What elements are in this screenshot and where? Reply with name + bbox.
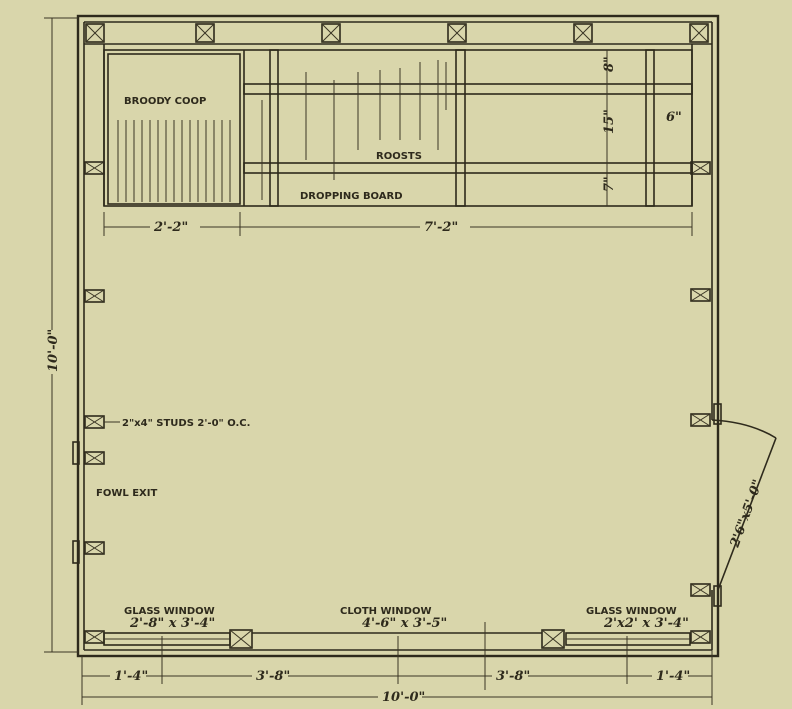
door-size-label: 2'6"x5'-0" xyxy=(727,478,766,551)
stud xyxy=(690,413,711,427)
roosts-label: ROOSTS xyxy=(376,151,422,162)
glass-window-right-size: 2'x2' x 3'-4" xyxy=(603,616,689,631)
stud xyxy=(84,541,105,555)
cloth-window-label: CLOTH WINDOW xyxy=(340,606,431,617)
glass-window-right-label: GLASS WINDOW xyxy=(586,606,677,617)
studs-label: 2"x4" STUDS 2'-0" O.C. xyxy=(122,418,250,429)
door xyxy=(711,403,777,607)
studs xyxy=(84,23,711,649)
bottom-dims xyxy=(81,622,713,705)
stud xyxy=(84,289,105,303)
stud xyxy=(84,415,105,429)
fowl-exit-hinge-top xyxy=(72,441,80,465)
roost-structure xyxy=(103,49,693,207)
overall-depth-dim xyxy=(44,17,78,653)
roost-spacing-dims: 8" 15" 7" 6" xyxy=(602,50,682,206)
stud xyxy=(84,451,105,465)
walls xyxy=(76,14,720,658)
windows xyxy=(103,632,691,646)
cloth-window-size: 4'-6" x 3'-5" xyxy=(362,616,447,631)
fowl-exit-hinge-bottom xyxy=(72,540,80,564)
dim-broody-width: 2'-2" xyxy=(153,220,188,235)
stud xyxy=(85,23,105,43)
stud xyxy=(689,23,709,43)
stud xyxy=(84,630,105,644)
stud xyxy=(195,23,215,43)
stud xyxy=(229,629,253,649)
stud xyxy=(321,23,341,43)
glass-window-left-size: 2'-8" x 3'-4" xyxy=(129,616,215,631)
dim-overall-width: 10'-0" xyxy=(382,690,425,705)
stud xyxy=(690,630,711,644)
dim-bottom-1: 1'-4" xyxy=(114,669,148,684)
dropping-board-label: DROPPING BOARD xyxy=(300,191,403,202)
dim-bottom-2: 3'-8" xyxy=(256,669,290,684)
dim-bottom-4: 1'-4" xyxy=(656,669,690,684)
roost-width-dims xyxy=(103,212,693,236)
dim-6in: 6" xyxy=(666,110,682,125)
stud xyxy=(84,161,105,175)
stud xyxy=(573,23,593,43)
dim-8in: 8" xyxy=(602,56,617,72)
glass-window-left-label: GLASS WINDOW xyxy=(124,606,215,617)
dim-roost-width: 7'-2" xyxy=(424,220,458,235)
stud xyxy=(447,23,467,43)
stud xyxy=(690,288,711,302)
dim-overall-depth: 10'-0" xyxy=(46,329,61,372)
dim-bottom-3: 3'-8" xyxy=(496,669,530,684)
stud xyxy=(690,583,711,597)
stud xyxy=(690,161,711,175)
broody-coop-label: BROODY COOP xyxy=(124,96,206,107)
dim-7in: 7" xyxy=(602,176,617,192)
dim-15in: 15" xyxy=(602,109,617,134)
stud xyxy=(541,629,565,649)
fowl-exit-label: FOWL EXIT xyxy=(96,488,157,499)
